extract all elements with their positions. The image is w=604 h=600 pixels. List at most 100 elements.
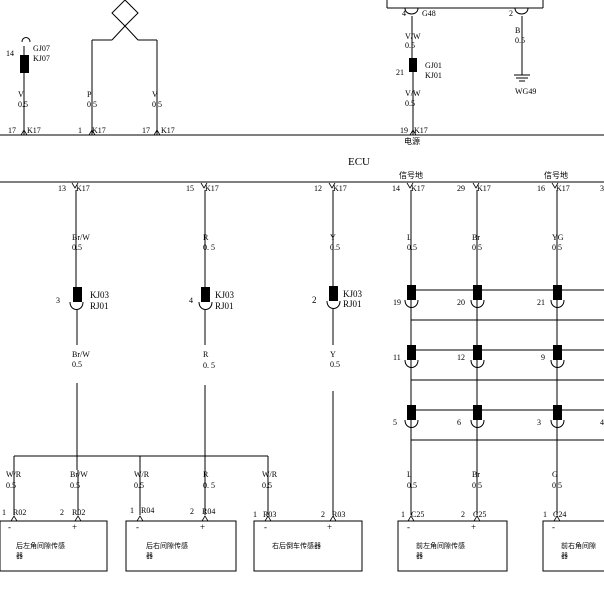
circuit-r: R 0. 5 4 KJ03 RJ01 R 0. 5 bbox=[189, 190, 235, 470]
connector-label: R03 bbox=[263, 510, 276, 519]
sensor-right-rear-reverse: - + 右后倒车传感器 bbox=[253, 520, 363, 572]
wire-color-r: R bbox=[203, 470, 209, 479]
pin-label: 1 bbox=[253, 510, 257, 519]
wire-gauge: 0.5 bbox=[330, 243, 340, 252]
pin-label: 19 bbox=[393, 298, 401, 307]
label-gj01: GJ01 bbox=[425, 61, 442, 70]
label-kj03: KJ03 bbox=[90, 290, 110, 300]
connector-label: K17 bbox=[333, 184, 347, 193]
pin-label-2: 2 bbox=[312, 295, 317, 305]
wire-gauge: 0.5 bbox=[472, 481, 482, 490]
wire-color-brw: Br/W bbox=[72, 350, 90, 359]
connector-label: K17 bbox=[477, 184, 491, 193]
wire-color-wr: W/R bbox=[6, 470, 22, 479]
sensor-name: 前右角间隙 bbox=[561, 541, 596, 550]
sensor-name-suffix: 器 bbox=[146, 552, 153, 560]
connector-block bbox=[553, 345, 562, 360]
wire-gauge: 0.5 bbox=[407, 481, 417, 490]
terminal-plus: + bbox=[200, 522, 205, 532]
terminal-minus: - bbox=[136, 522, 139, 532]
pin-label: 3 bbox=[600, 184, 604, 193]
label-power: 电源 bbox=[404, 136, 420, 146]
pin-label: 19 bbox=[400, 126, 408, 135]
terminal-plus: + bbox=[72, 522, 77, 532]
wire-gauge: 0.5 bbox=[515, 36, 525, 45]
wire-gauge: 0.5 bbox=[70, 481, 80, 490]
label-wg49: WG49 bbox=[515, 87, 536, 96]
label-signal-ground: 信号地 bbox=[399, 170, 423, 180]
wire-gauge: 0.5 bbox=[552, 481, 562, 490]
connector-block-gj07 bbox=[20, 55, 29, 73]
wire-color-wr: W/R bbox=[134, 470, 150, 479]
sensor-name: 前左角间隙传感 bbox=[416, 541, 465, 550]
connector-label: R03 bbox=[332, 510, 345, 519]
wire-gauge: 0.5 bbox=[18, 100, 28, 109]
terminal-plus: + bbox=[471, 522, 476, 532]
connector-label: K17 bbox=[92, 126, 106, 135]
wire-color-br: Br bbox=[472, 233, 480, 242]
wire-gauge: 0. 5 bbox=[203, 481, 215, 490]
pin-label: 5 bbox=[393, 418, 397, 427]
pin-label: 11 bbox=[393, 353, 401, 362]
wire-gauge: 0.5 bbox=[407, 243, 417, 252]
wire-color-y: Y bbox=[330, 233, 336, 242]
connector-label: K17 bbox=[27, 126, 41, 135]
label-kj03: KJ03 bbox=[215, 290, 235, 300]
connector-label: R04 bbox=[202, 507, 215, 516]
connector-label: R04 bbox=[141, 506, 154, 515]
wire-gauge: 0.5 bbox=[552, 243, 562, 252]
wire-gauge: 0.5 bbox=[405, 41, 415, 50]
pin-label: 2 bbox=[321, 510, 325, 519]
wire-gauge: 0.5 bbox=[72, 243, 82, 252]
right-grid: L 0.5 Br 0.5 YG 0.5 19 20 21 11 12 9 5 6 bbox=[393, 190, 604, 515]
pin-label: 13 bbox=[58, 184, 66, 193]
wire-gauge: 0.5 bbox=[262, 481, 272, 490]
connector-block-kj03 bbox=[73, 287, 82, 302]
connector-label: K17 bbox=[161, 126, 175, 135]
wire-color-vw: V/W bbox=[405, 32, 421, 41]
pin-label: 1 bbox=[401, 510, 405, 519]
connector-block bbox=[553, 405, 562, 420]
pin-label: 2 bbox=[60, 508, 64, 517]
connector-block bbox=[473, 285, 482, 300]
connector-label: K17 bbox=[76, 184, 90, 193]
pin-label: 1 bbox=[543, 510, 547, 519]
sensor-rear-left-corner: - + 后左角间隙传感 器 bbox=[0, 520, 108, 572]
pin-label: 2 bbox=[190, 507, 194, 516]
pin-label: 17 bbox=[142, 126, 150, 135]
sensor-front-right-corner: - 前右角间隙 器 bbox=[542, 520, 604, 572]
wire-color-brw: Br/W bbox=[70, 470, 88, 479]
pin-label: 9 bbox=[541, 353, 545, 362]
wire-gauge: 0.5 bbox=[405, 99, 415, 108]
sensor-name-suffix: 器 bbox=[561, 552, 568, 560]
wire-color-g: G bbox=[552, 470, 558, 479]
connector-label: R02 bbox=[13, 508, 26, 517]
pin-label: 6 bbox=[457, 418, 461, 427]
connector-k17-top: 17 K17 1 K17 17 K17 19 K17 电源 bbox=[8, 126, 428, 146]
connector-label: K17 bbox=[556, 184, 570, 193]
sensor-bus: W/R 0.5 Br/W 0.5 W/R 0.5 R 0. 5 W/R 0.5 bbox=[6, 455, 278, 515]
pin-label: 29 bbox=[457, 184, 465, 193]
pin-label: 14 bbox=[392, 184, 400, 193]
wire-gauge: 0. 5 bbox=[203, 361, 215, 370]
wire-gauge: 0. 5 bbox=[203, 243, 215, 252]
wire-gauge: 0.5 bbox=[134, 481, 144, 490]
wire-gauge: 0.5 bbox=[330, 360, 340, 369]
label-kj03: KJ03 bbox=[343, 289, 363, 299]
pin-label: 12 bbox=[314, 184, 322, 193]
top-right-module: 4 G48 2 V/W 0.5 21 GJ01 KJ01 V/W 0.5 B 0… bbox=[386, 0, 544, 135]
ecu-label: ECU bbox=[348, 156, 370, 168]
pin-label: 1 bbox=[78, 126, 82, 135]
wire-color-yg: YG bbox=[552, 233, 564, 242]
pin-label: 17 bbox=[8, 126, 16, 135]
pin-label-4: 4 bbox=[189, 296, 193, 305]
connector-block bbox=[553, 285, 562, 300]
sensor-front-left-corner: - + 前左角间隙传感 器 bbox=[397, 520, 508, 572]
top-left-splice: 14 GJ07 KJ07 V 0.5 bbox=[6, 37, 50, 135]
wire-color-p: P bbox=[87, 90, 92, 99]
connector-label: C25 bbox=[473, 510, 486, 519]
wire-color-br: Br bbox=[472, 470, 480, 479]
wire-gauge: 0.5 bbox=[472, 243, 482, 252]
connector-label: C24 bbox=[553, 510, 566, 519]
pin-label: 1 bbox=[130, 506, 134, 515]
